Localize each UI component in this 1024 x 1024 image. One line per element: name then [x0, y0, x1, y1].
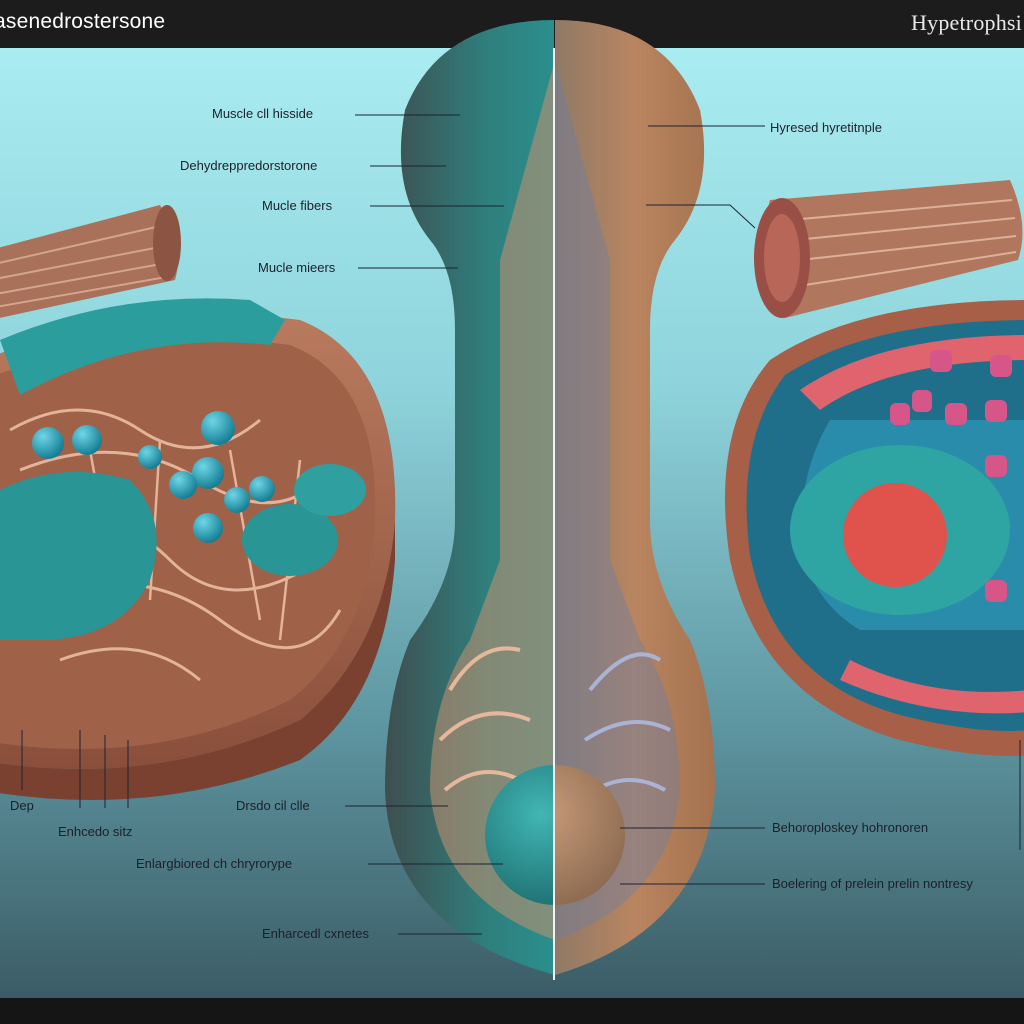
label-behoroplosy: Behoroploskey hohronoren: [772, 820, 929, 835]
title-right: Hypetrophsi: [911, 10, 1022, 35]
label-boelering-protein: Boelering of prelein prelin nontresy: [772, 876, 973, 891]
muscle-cross-section-right: [725, 300, 1024, 756]
label-muscle-miesrs: Mucle mieers: [258, 260, 336, 275]
bottom-bar: [0, 998, 1024, 1024]
label-dep: Dep: [10, 798, 34, 813]
label-dehydroepiandrosterone: Dehydreppredorstorone: [180, 158, 318, 173]
label-enhanced-size: Enhcedo sitz: [58, 824, 133, 839]
muscle-cross-section-left: [0, 298, 396, 800]
muscle-fiber-right: [754, 180, 1023, 318]
central-figure: [385, 20, 715, 980]
label-muscle-fibers: Mucle fibers: [262, 198, 333, 213]
label-hypertrophic: Hyresed hyretitnple: [770, 120, 882, 135]
title-left: asenedrostersone: [0, 10, 166, 33]
label-enlarged-phenotype: Enlargbiored ch chryrorype: [136, 856, 293, 871]
label-enhanced-capacities: Enharcedl cxnetes: [262, 926, 369, 941]
label-drsdo-cell: Drsdo cil clle: [236, 798, 310, 813]
muscle-fiber-left: [0, 205, 181, 318]
label-muscle-cell-hissicle: Muscle cll hisside: [212, 106, 314, 121]
leader-lines: [21, 114, 1021, 935]
